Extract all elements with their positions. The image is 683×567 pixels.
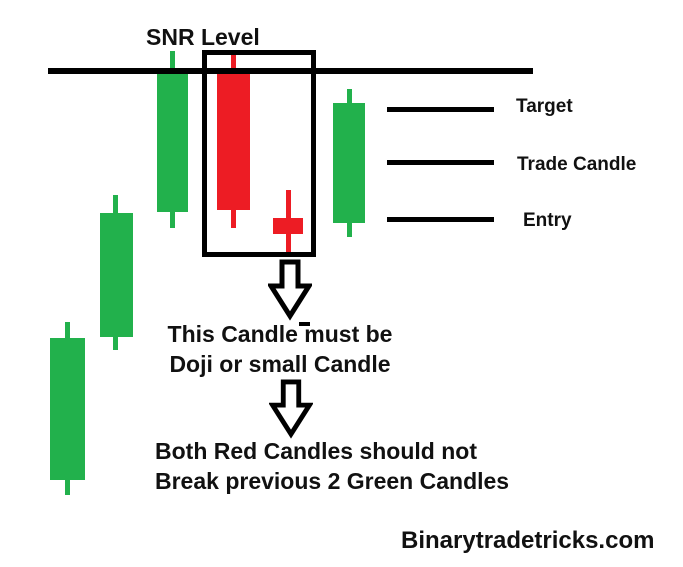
entry-level-label: Entry [523,210,572,231]
target-level-line [387,107,494,112]
doji-note-line2: Doji or small Candle [169,351,391,377]
trade-candle-level-line [387,160,494,165]
doji-note: This Candle must be Doji or small Candle [160,319,400,379]
setup-highlight-box [202,50,316,257]
entry-level-line [387,217,494,222]
break-note-line1: Both Red Candles should not [155,438,477,464]
snr-level-line [48,68,533,74]
red-doji-candle-body [273,218,303,234]
snr-level-title: SNR Level [146,24,260,50]
green-trade-candle-body [333,103,365,223]
red-rejection-candle-body [217,72,250,210]
target-level-label: Target [516,96,573,117]
down-arrow-icon [268,259,312,321]
green-candle-1-body [50,338,85,480]
down-arrow-icon [269,379,313,439]
trade-candle-level-label: Trade Candle [517,154,637,175]
stray-mark [299,322,310,326]
break-note: Both Red Candles should not Break previo… [155,436,510,496]
break-note-line2: Break previous 2 Green Candles [155,468,510,494]
green-candle-3-body [157,70,188,212]
doji-note-line1: This Candle must be [167,321,393,347]
watermark: Binarytradetricks.com [401,527,655,554]
green-candle-2-body [100,213,133,337]
